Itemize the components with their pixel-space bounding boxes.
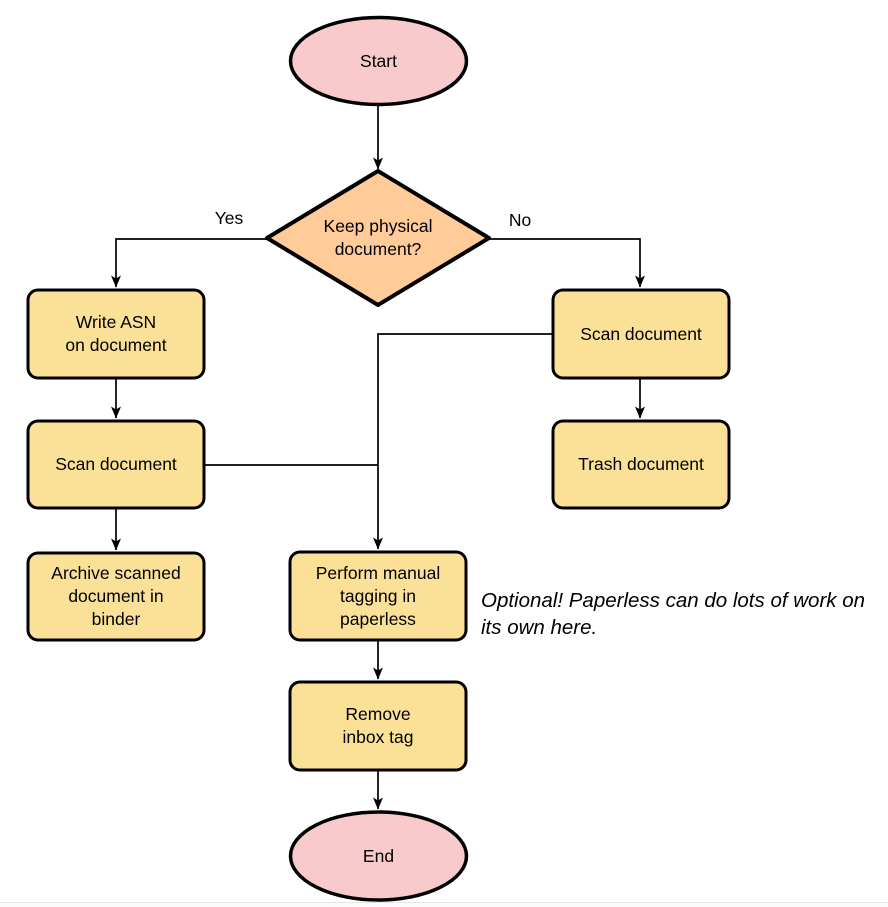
edge-decision-yes-to-write-asn — [111, 238, 267, 288]
trash-document-shape — [551, 419, 731, 510]
decision-diamond-shape — [265, 169, 491, 307]
end-terminator-shape — [288, 810, 469, 902]
archive-document-shape — [26, 551, 206, 642]
scan-document-right-shape — [551, 288, 731, 380]
edge-scan-right-to-tagging — [373, 333, 553, 550]
manual-tagging-shape — [288, 550, 468, 642]
write-asn-shape — [26, 288, 206, 380]
bottom-strip — [0, 903, 888, 907]
remove-inbox-tag-shape — [288, 680, 468, 772]
bottom-divider — [0, 902, 888, 903]
start-terminator-shape — [288, 15, 469, 107]
edge-decision-no-to-scan-right — [489, 238, 645, 288]
scan-document-left-shape — [26, 419, 206, 510]
